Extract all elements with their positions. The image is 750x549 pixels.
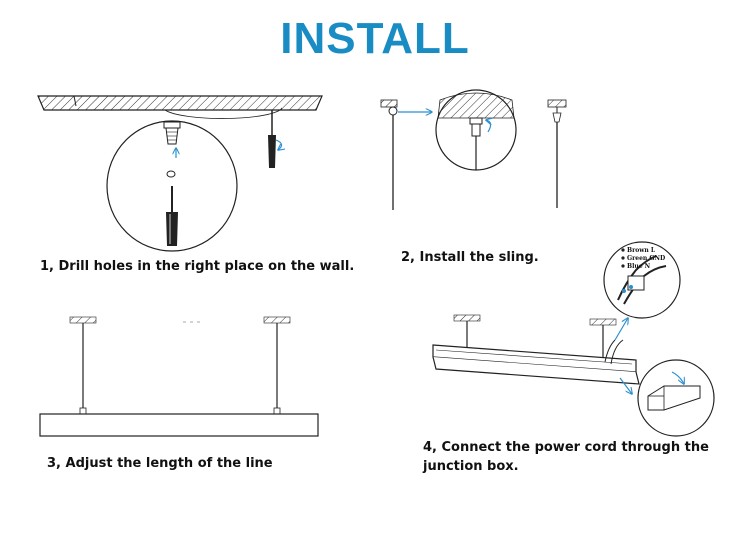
page-title: INSTALL <box>280 14 470 63</box>
ceiling-slab <box>37 95 323 111</box>
linear-light-fixture <box>39 413 319 437</box>
step1-caption: 1, Drill holes in the right place on the… <box>40 259 355 274</box>
step1-illustration <box>37 95 323 252</box>
step2-illustration <box>380 89 567 210</box>
step3-caption: 3, Adjust the length of the line <box>47 456 273 471</box>
wire-legend: Brown L Green GND Blue N <box>621 247 665 270</box>
screwdriver-icon <box>166 186 178 246</box>
step3-illustration <box>39 316 319 437</box>
step4-illustration: Brown L Green GND Blue N <box>432 241 715 437</box>
washer-icon <box>166 170 176 178</box>
legend-green: Green GND <box>627 255 665 262</box>
anchor-icon <box>163 121 181 145</box>
step4-caption: 4, Connect the power cord through the ju… <box>423 440 709 474</box>
small-screwdriver-icon <box>268 110 282 168</box>
legend-brown: Brown L <box>627 247 656 254</box>
legend-blue: Blue N <box>627 263 651 270</box>
step2-caption: 2, Install the sling. <box>401 250 539 265</box>
